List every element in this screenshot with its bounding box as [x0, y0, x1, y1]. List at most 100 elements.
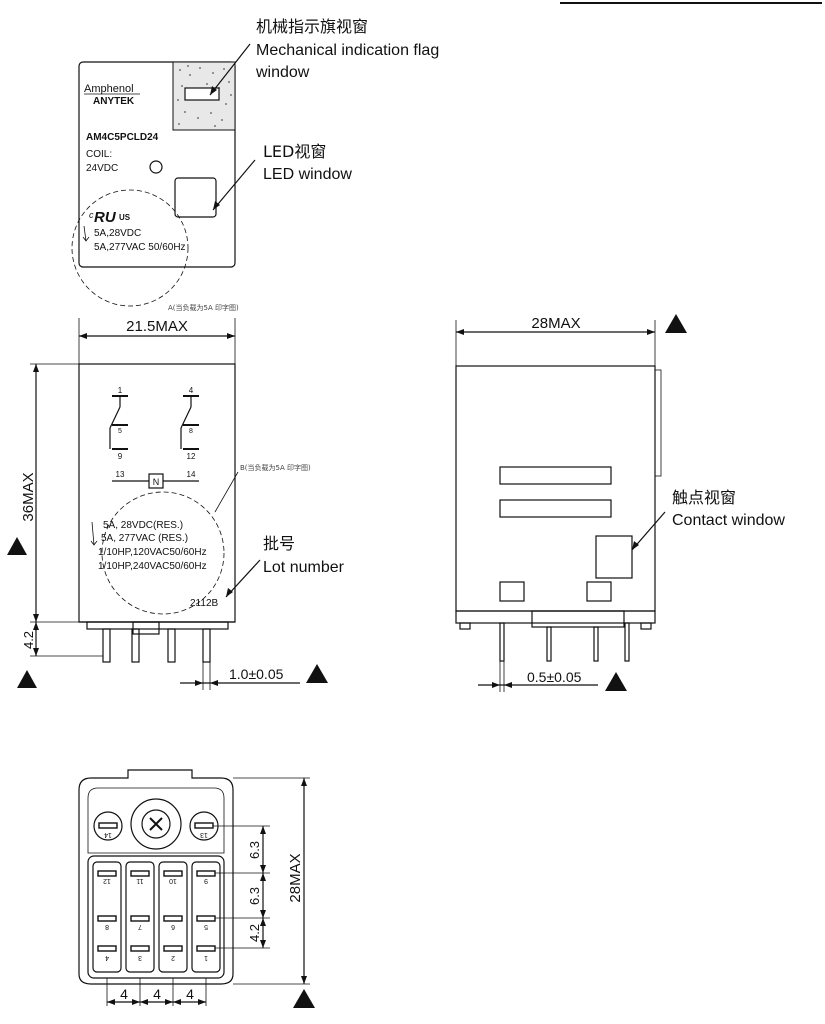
coil-symbol: N [153, 477, 160, 487]
side-base-boss [531, 610, 625, 628]
terminal-1-label: 1 [118, 386, 123, 395]
hpitch-dim-1: 4 [120, 986, 128, 1002]
callout-b-circle [101, 491, 225, 615]
pin-label-6: 6 [171, 923, 175, 930]
pin-1 [196, 945, 216, 952]
bottom-outline [78, 769, 234, 985]
pin-column-4 [191, 861, 221, 973]
pin-label-4: 4 [105, 954, 109, 961]
screw-cross-icon [149, 817, 163, 831]
status-dot [149, 160, 163, 174]
center-screw-outer [130, 798, 182, 850]
front-pin [102, 628, 111, 663]
pin-label-12: 12 [103, 877, 111, 884]
pin-8 [97, 915, 117, 922]
pin-label-5: 5 [204, 923, 208, 930]
side-pin-triangle [605, 672, 627, 691]
side-small-window-1 [499, 581, 525, 602]
pin-2 [163, 945, 183, 952]
pin-label-1: 1 [204, 954, 208, 961]
callout-a-circle [71, 189, 189, 307]
front-rating-line3: 1/10HP,120VAC50/60Hz [98, 547, 207, 558]
front-pin-gap-dim: 4.2 [21, 631, 36, 649]
terminal-5-label: 5 [118, 428, 122, 435]
bottom-upper-recess [87, 787, 225, 854]
led-leader [212, 159, 256, 211]
contact-schematic: 1 4 5 8 9 12 13 14 N [109, 386, 199, 489]
flag-label-en2: window [255, 64, 310, 81]
side-pin [624, 622, 630, 662]
pin-label-3: 3 [138, 954, 142, 961]
led-window [174, 177, 217, 218]
pin-row-2 [97, 915, 216, 922]
pin-width-triangle [306, 664, 328, 683]
pin-5 [196, 915, 216, 922]
pin-labels: 12 11 10 9 8 7 6 5 4 3 2 1 [103, 877, 208, 961]
pin-label-8: 8 [105, 923, 109, 930]
terminal-4-label: 4 [189, 386, 194, 395]
rating-line2: 5A,277VAC 50/60Hz [94, 242, 186, 253]
pin-column-1 [92, 861, 122, 973]
flag-leader [209, 43, 251, 96]
pin-label-13: 13 [200, 831, 208, 838]
side-slot-2 [499, 499, 612, 518]
coil-label: COIL: [86, 149, 112, 160]
coil-symbol-box [148, 473, 164, 489]
pin-label-7: 7 [138, 923, 142, 930]
bottom-pin-field [87, 855, 225, 979]
contact-leader [631, 511, 666, 551]
front-pins [102, 628, 211, 663]
vpitch-arrows [260, 826, 266, 948]
coil-value: 24VDC [86, 163, 118, 174]
pin-label-11: 11 [136, 877, 143, 884]
coil-pin-13 [194, 822, 214, 829]
side-pin [593, 626, 599, 662]
side-foot-left [459, 622, 471, 630]
bottom-view: 14 13 12 11 10 [78, 769, 315, 1008]
side-width-triangle [665, 314, 687, 333]
contact-label-en: Contact window [672, 512, 785, 529]
side-width-dim: 28MAX [531, 315, 580, 332]
callout-b-label: B(当负载为5A 印字图) [240, 463, 311, 472]
lot-leader [225, 559, 261, 598]
hpitch-dim-2: 4 [153, 986, 161, 1002]
top-view-outline [78, 61, 236, 268]
cert-mark-us: US [119, 213, 131, 222]
side-body [455, 365, 656, 612]
vpitch-dim-2: 6.3 [247, 887, 262, 905]
pin-columns [92, 861, 221, 973]
front-width-dim: 21.5MAX [126, 318, 188, 335]
lot-label-cn: 批号 [263, 534, 295, 553]
pin-9 [196, 870, 216, 877]
side-small-window-2 [586, 581, 612, 602]
terminal-13-label: 13 [116, 470, 125, 479]
contact-2-switch [180, 406, 192, 429]
flag-leader-arrow [210, 86, 217, 95]
flag-label-cn: 机械指示旗视窗 [256, 17, 368, 36]
front-pin [131, 628, 140, 663]
bottom-height-dim: 28MAX [287, 853, 304, 902]
pin-label-10: 10 [169, 877, 177, 884]
pin-label-14: 14 [104, 831, 112, 838]
terminal-14-label: 14 [187, 470, 196, 479]
pin-label-9: 9 [204, 877, 208, 884]
terminal-8-label: 8 [189, 428, 193, 435]
brand-line2: ANYTEK [93, 96, 135, 107]
side-pins [499, 622, 630, 662]
front-pin [202, 628, 211, 663]
side-pin [546, 626, 552, 662]
side-slot-1 [499, 466, 612, 485]
model-number: AM4C5PCLD24 [86, 132, 159, 143]
pin-gap-triangle [17, 670, 37, 688]
pin-10 [163, 870, 183, 877]
coil-pin-14-pad [93, 811, 123, 841]
callout-b-leader [214, 471, 239, 513]
callout-a-label: A(当负载为5A 印字图) [168, 303, 239, 312]
terminal-12-label: 12 [187, 452, 196, 461]
pin-row-1 [97, 870, 216, 877]
flag-indicator [184, 87, 220, 101]
contact-window [595, 535, 633, 579]
pin-11 [130, 870, 150, 877]
pin-12 [97, 870, 117, 877]
